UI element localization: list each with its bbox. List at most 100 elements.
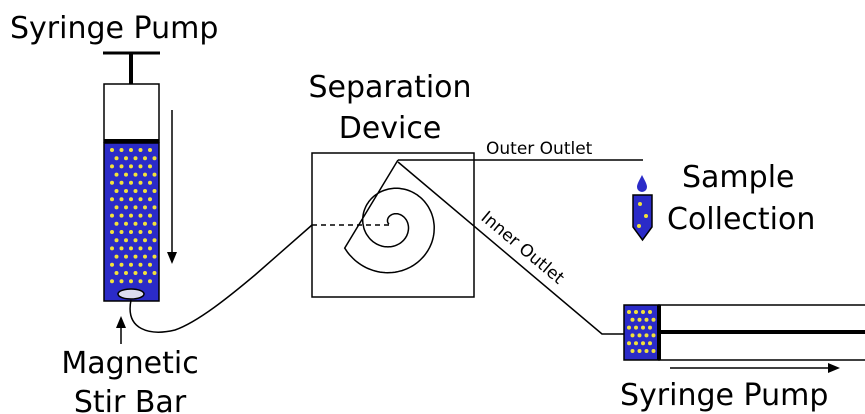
separation-device <box>311 152 475 298</box>
stir-bar-label-line2: Stir Bar <box>74 385 187 414</box>
particle <box>627 341 631 346</box>
particle <box>110 246 114 251</box>
particle <box>637 333 642 338</box>
particle <box>152 238 157 243</box>
particle <box>148 148 152 152</box>
syringe-pump-top-label: Syringe Pump <box>10 11 218 46</box>
vial-particle <box>637 224 641 228</box>
particle <box>129 164 133 169</box>
particle <box>143 205 147 210</box>
particle <box>152 221 157 226</box>
syringe-pump-bottom-label: Syringe Pump <box>620 378 828 413</box>
particle <box>129 246 133 251</box>
inlet-tubing <box>129 224 313 333</box>
particle <box>114 221 119 226</box>
particle <box>634 325 638 330</box>
left-syringe <box>103 51 177 344</box>
particle <box>627 325 631 330</box>
particle <box>119 262 124 267</box>
particle <box>644 333 649 338</box>
particle <box>133 221 138 226</box>
particle <box>630 349 635 353</box>
vial-particle <box>638 202 642 206</box>
particle <box>651 333 656 338</box>
particle <box>138 164 143 169</box>
particle <box>129 279 133 284</box>
particle <box>152 205 157 210</box>
left-barrel-empty <box>103 83 160 143</box>
stir-pointer-arrow-head <box>116 316 126 328</box>
separation-device-label-line2: Device <box>339 111 442 146</box>
particle <box>119 148 124 152</box>
particle <box>138 148 143 152</box>
particle <box>129 230 133 234</box>
particle <box>143 221 147 226</box>
particle <box>634 341 638 346</box>
droplet-icon <box>637 175 647 192</box>
particle <box>651 349 656 353</box>
particle <box>124 221 128 226</box>
particle <box>110 197 114 202</box>
particle <box>114 205 119 210</box>
particle <box>124 172 128 177</box>
particle <box>110 180 114 185</box>
particle <box>630 317 635 322</box>
particle <box>119 164 124 169</box>
particle <box>641 310 645 314</box>
particle <box>637 317 642 322</box>
particle <box>133 205 138 210</box>
particle <box>133 189 138 193</box>
particle <box>138 230 143 234</box>
particle <box>641 325 645 330</box>
particle <box>129 180 133 185</box>
particle <box>110 230 114 234</box>
particle <box>634 310 638 314</box>
particle <box>124 271 128 275</box>
particle <box>152 189 157 193</box>
particle <box>152 271 157 275</box>
particle <box>138 279 143 284</box>
particle <box>148 213 152 218</box>
particle <box>152 254 157 259</box>
particle <box>114 254 119 259</box>
particle <box>152 156 157 161</box>
particle <box>637 349 642 353</box>
particle <box>143 189 147 193</box>
particle <box>114 156 119 161</box>
particle <box>148 197 152 202</box>
sample-collection <box>632 175 653 242</box>
particle <box>133 238 138 243</box>
particle <box>110 279 114 284</box>
stir-bar-label-line1: Magnetic <box>61 346 198 381</box>
bottom-particles <box>627 310 656 353</box>
particle <box>133 156 138 161</box>
particle <box>148 279 152 284</box>
particle <box>119 213 124 218</box>
left-down-arrow-head <box>167 252 177 264</box>
particle <box>114 172 119 177</box>
particle <box>119 197 124 202</box>
particle <box>148 230 152 234</box>
particle <box>110 164 114 169</box>
particle <box>124 156 128 161</box>
particle <box>143 238 147 243</box>
particle <box>644 349 649 353</box>
particle <box>143 254 147 259</box>
particle <box>138 180 143 185</box>
particle <box>124 205 128 210</box>
left-particles <box>110 148 157 284</box>
particle <box>119 230 124 234</box>
particle <box>124 254 128 259</box>
particle <box>129 148 133 152</box>
particle <box>148 246 152 251</box>
bottom-syringe <box>623 304 865 373</box>
particle <box>138 197 143 202</box>
collection-vial <box>632 194 653 242</box>
particle <box>114 189 119 193</box>
particle <box>138 246 143 251</box>
particle <box>627 310 631 314</box>
particle <box>644 317 649 322</box>
stir-bar <box>117 288 145 300</box>
particle <box>143 271 147 275</box>
